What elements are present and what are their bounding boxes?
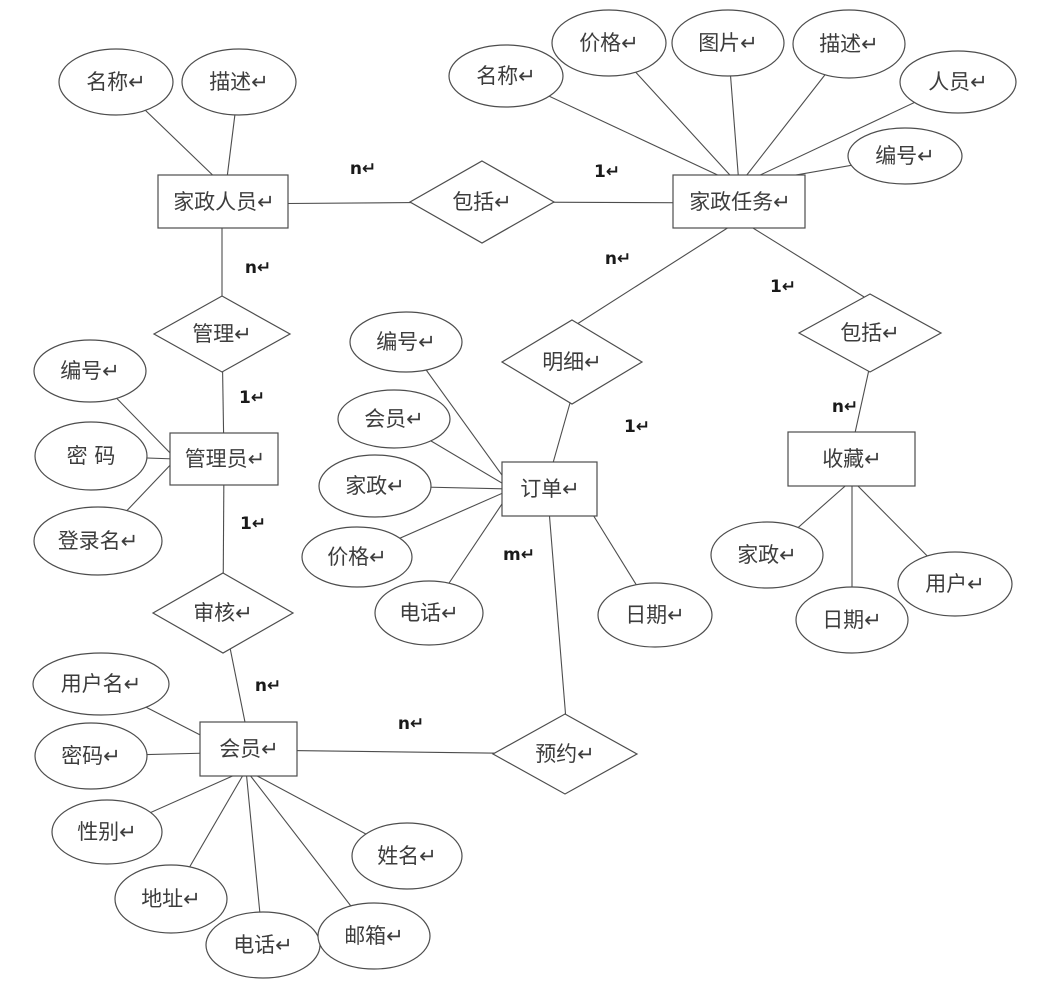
entity-task-label: 家政任务↵ <box>689 190 791 214</box>
entity-rectangles: 家政人员↵ 家政任务↵ 管理员↵ 订单↵ 收藏↵ 会员↵ <box>157 174 916 777</box>
attr-task-image-ellipse <box>671 9 785 77</box>
cardinality-admin-review: 1↵ <box>240 514 266 534</box>
cardinality-staff-manage: n↵ <box>245 258 271 278</box>
attr-order-member-label: 会员↵ <box>364 407 424 431</box>
attr-member-email-ellipse <box>317 902 431 970</box>
attr-member-realname-label: 姓名↵ <box>377 844 437 868</box>
attr-admin-login-label: 登录名↵ <box>58 529 139 553</box>
relationship-diamonds: 包括↵ 管理↵ 明细↵ 包括↵ 审核↵ 预约↵ <box>151 160 943 795</box>
attr-favorite-date-label: 日期↵ <box>822 608 882 632</box>
relationship-reserve-label: 预约↵ <box>535 742 595 766</box>
attr-favorite-service-ellipse <box>710 521 824 589</box>
relationship-detail-label: 明细↵ <box>542 350 602 374</box>
attr-staff-name-label: 名称↵ <box>86 70 146 94</box>
entity-member-rect <box>199 721 298 777</box>
attr-member-address-ellipse <box>114 864 228 934</box>
cardinality-staff-include1: n↵ <box>350 159 376 179</box>
relationship-include2-label: 包括↵ <box>840 321 900 345</box>
connector-line <box>548 509 567 721</box>
attr-task-price-label: 价格↵ <box>579 31 639 55</box>
cardinality-manage-admin: 1↵ <box>239 388 265 408</box>
cardinality-review-member: n↵ <box>255 676 281 696</box>
cardinality-task-detail: n↵ <box>605 249 631 269</box>
connector-line <box>573 219 741 327</box>
entity-favorite-label: 收藏↵ <box>822 447 882 471</box>
attribute-ellipses: 名称↵ 描述↵ 名称↵ 价格↵ 图片↵ 描述↵ 人员↵ 编号↵ 编号↵ 密 码 … <box>32 9 1017 979</box>
entity-task-rect <box>672 174 806 229</box>
attr-order-number-ellipse <box>349 311 463 373</box>
attr-staff-name-ellipse <box>58 48 174 116</box>
entity-order-label: 订单↵ <box>520 477 580 501</box>
attr-admin-number-label: 编号↵ <box>60 359 120 383</box>
attr-task-name-label: 名称↵ <box>476 64 536 88</box>
attr-admin-login-ellipse <box>33 506 163 576</box>
attr-member-gender-ellipse <box>51 799 163 865</box>
relationship-include1-label: 包括↵ <box>452 190 512 214</box>
attr-task-desc-ellipse <box>792 9 906 79</box>
attr-order-date-label: 日期↵ <box>625 603 685 627</box>
attr-member-phone-label: 电话↵ <box>233 933 293 957</box>
attr-member-address-label: 地址↵ <box>141 887 201 911</box>
relationship-reserve-diamond <box>491 713 639 795</box>
attr-member-realname-ellipse <box>351 822 463 890</box>
relationship-include2-diamond <box>797 293 943 373</box>
attr-staff-desc-label: 描述↵ <box>209 70 269 94</box>
attr-task-number-label: 编号↵ <box>875 144 935 168</box>
attr-task-personnel-ellipse <box>899 50 1017 114</box>
attr-member-username-label: 用户名↵ <box>61 672 142 696</box>
connector-line <box>852 364 871 443</box>
attr-order-service-ellipse <box>318 454 432 518</box>
cardinality-task-include2: 1↵ <box>770 277 796 297</box>
attr-order-price-label: 价格↵ <box>327 545 387 569</box>
attr-task-desc-label: 描述↵ <box>819 32 879 56</box>
attr-task-price-ellipse <box>551 9 667 77</box>
attr-admin-password-ellipse <box>34 421 148 491</box>
attr-member-username-ellipse <box>32 652 170 716</box>
attr-admin-password-label: 密 码 <box>67 444 116 468</box>
attr-task-image-label: 图片↵ <box>698 31 758 55</box>
attr-staff-desc-ellipse <box>181 48 297 116</box>
cardinality-detail-order: 1↵ <box>624 417 650 437</box>
attr-favorite-service-label: 家政↵ <box>737 543 797 567</box>
attr-favorite-user-label: 用户↵ <box>925 572 985 596</box>
attr-order-number-label: 编号↵ <box>376 330 436 354</box>
attr-order-phone-label: 电话↵ <box>399 601 459 625</box>
attr-favorite-date-ellipse <box>795 586 909 654</box>
attr-order-service-label: 家政↵ <box>345 474 405 498</box>
attr-member-password-ellipse <box>34 722 148 790</box>
attr-task-number-ellipse <box>847 127 963 185</box>
entity-favorite-rect <box>787 431 916 487</box>
attr-order-member-ellipse <box>337 389 451 449</box>
attr-order-phone-ellipse <box>374 580 484 646</box>
connector-line <box>550 395 573 471</box>
attr-member-email-label: 邮箱↵ <box>344 924 404 948</box>
attr-admin-number-ellipse <box>33 339 147 403</box>
entity-member-label: 会员↵ <box>219 737 279 761</box>
attr-member-gender-label: 性别↵ <box>77 820 137 844</box>
relationship-review-diamond <box>151 572 295 654</box>
cardinality-order-reserve: m↵ <box>503 545 535 565</box>
attr-member-password-label: 密码↵ <box>61 744 121 768</box>
relationship-manage-label: 管理↵ <box>192 322 252 346</box>
relationship-review-label: 审核↵ <box>193 601 253 625</box>
entity-admin-rect <box>169 432 279 486</box>
relationship-detail-diamond <box>500 319 644 405</box>
relationship-include1-diamond <box>408 160 556 244</box>
entity-staff-label: 家政人员↵ <box>173 190 275 214</box>
attr-order-price-ellipse <box>301 526 413 588</box>
entity-staff-rect <box>157 174 289 229</box>
attr-task-name-ellipse <box>448 44 564 108</box>
attr-favorite-user-ellipse <box>897 551 1013 617</box>
entity-order-rect <box>501 461 598 517</box>
attr-order-date-ellipse <box>597 582 713 648</box>
relationship-manage-diamond <box>152 295 292 373</box>
cardinality-member-reserve: n↵ <box>398 714 424 734</box>
cardinality-include1-task: 1↵ <box>594 162 620 182</box>
cardinality-include2-favorite: n↵ <box>832 397 858 417</box>
cardinality-labels: n↵ 1↵ n↵ 1↵ 1↵ n↵ n↵ 1↵ 1↵ n↵ m↵ n↵ <box>239 159 858 734</box>
attr-task-personnel-label: 人员↵ <box>928 70 988 94</box>
connector-line <box>739 219 870 301</box>
entity-admin-label: 管理员↵ <box>185 447 266 471</box>
